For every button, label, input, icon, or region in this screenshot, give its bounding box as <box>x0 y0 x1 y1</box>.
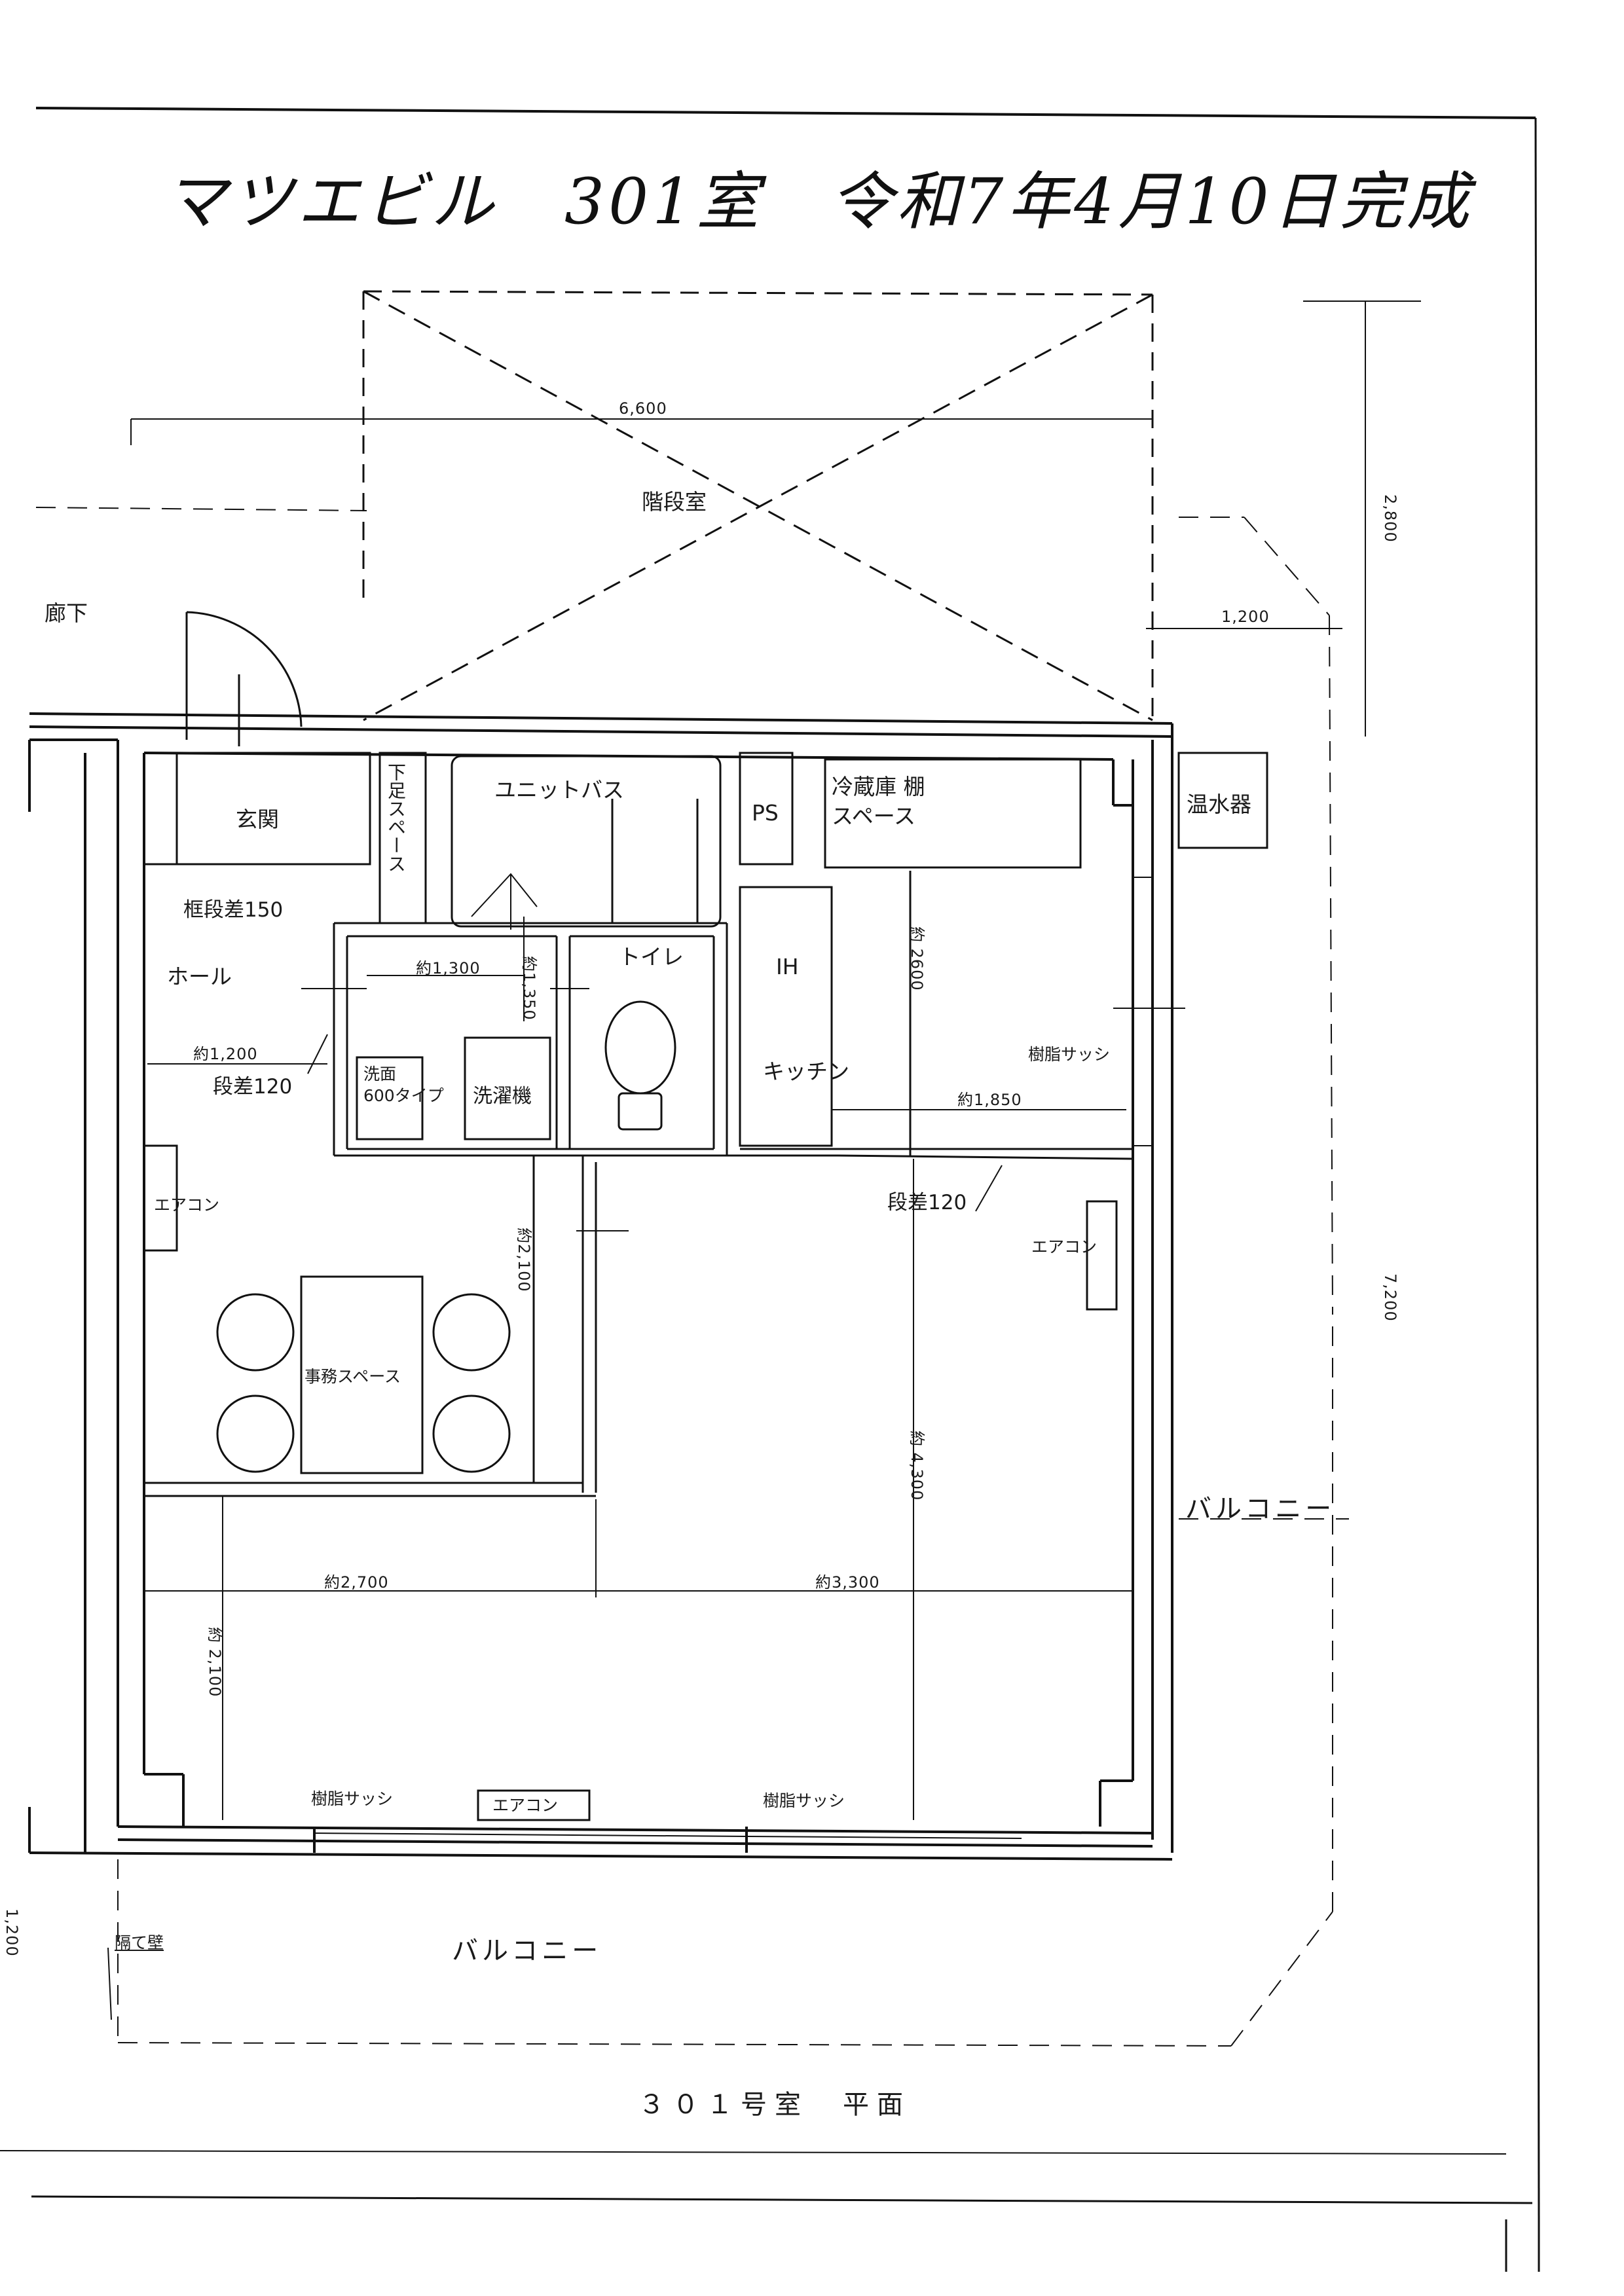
ps-label: PS <box>752 800 779 826</box>
sash-east-note: 樹脂サッシ <box>1028 1045 1111 1064</box>
window-sashes <box>314 877 1185 1839</box>
balcony-south-label: バルコニー <box>452 1936 602 1966</box>
sash-south-right-note: 樹脂サッシ <box>763 1791 845 1810</box>
stair-dimension-lines <box>130 301 1421 737</box>
south-balcony-outline <box>117 1309 1349 2047</box>
washing-machine-label: 洗濯機 <box>473 1085 532 1108</box>
frame-step-note: 框段差150 <box>183 898 284 922</box>
dim-stair-width: 6,600 <box>619 399 667 418</box>
balcony-east-label: バルコニー <box>1185 1494 1336 1524</box>
dim-wash-width: 約1,300 <box>416 959 481 977</box>
fridge-shelf-label: 冷蔵庫 棚 スペース <box>832 774 925 829</box>
office-space-label: 事務スペース <box>304 1367 401 1386</box>
main-step-note: 段差120 <box>887 1191 967 1214</box>
water-heater-box <box>1177 752 1268 849</box>
aircon-west-note: エアコン <box>154 1195 220 1214</box>
office-furniture <box>216 1275 511 1474</box>
page-title: マツエビル 301室 令和7年4月10日完成 <box>164 165 1473 238</box>
entrance-label: 玄関 <box>236 807 279 832</box>
shoe-space-label: 下足スペース <box>385 763 407 873</box>
stairwell-label: 階段室 <box>642 489 707 515</box>
dim-main-depth: 約 4,300 <box>908 1430 926 1501</box>
sheet-frame <box>0 107 1540 2272</box>
toilet-label: トイレ <box>619 944 684 970</box>
dim-kitchen-depth: 約 2600 <box>908 926 926 991</box>
dim-west-width: 約2,700 <box>324 1573 389 1592</box>
office-partition <box>144 1156 629 1497</box>
dim-south-depth: 約 2,100 <box>206 1627 224 1698</box>
dim-total-depth: 7,200 <box>1381 1273 1399 1322</box>
aircon-south-note: エアコン <box>492 1796 559 1815</box>
dim-kitchen-width: 約1,850 <box>957 1091 1022 1109</box>
aircon-east <box>1086 1200 1118 1311</box>
dim-hall-width: 約1,200 <box>193 1045 258 1063</box>
stairwell-area <box>362 290 1154 721</box>
partition-wall-label: 隔て壁 <box>115 1933 164 1952</box>
dim-south-balcony-depth: 1,200 <box>3 1908 21 1957</box>
water-heater-label: 温水器 <box>1187 792 1251 817</box>
dim-water-heater-width: 1,200 <box>1221 608 1270 626</box>
aircon-west <box>143 1144 178 1252</box>
dim-stair-depth: 2,800 <box>1381 494 1399 543</box>
dim-office-depth: 約2,100 <box>515 1228 533 1292</box>
ih-label: IH <box>776 954 799 979</box>
kitchen-label: キッチン <box>763 1059 849 1084</box>
interior-dimension-lines <box>144 1159 1133 1820</box>
entrance-door-swing <box>185 611 303 746</box>
entrance-box <box>175 752 371 866</box>
ps-box <box>739 752 794 866</box>
dim-wash-depth: 約1,350 <box>520 956 538 1021</box>
fridge-shelf-box <box>824 758 1082 869</box>
corridor-guide <box>35 507 1333 1310</box>
washbasin-label: 洗面 600タイプ <box>363 1065 444 1105</box>
hall-step-note: 段差120 <box>213 1075 293 1099</box>
exterior-walls <box>28 712 1173 1861</box>
unit-bath-box <box>451 755 722 928</box>
hall-label: ホール <box>167 964 232 989</box>
dim-east-width: 約3,300 <box>815 1573 880 1592</box>
kitchen-area <box>739 871 1133 1156</box>
unit-bath-label: ユニットバス <box>494 777 624 803</box>
aircon-south <box>477 1789 591 1821</box>
corridor-label: 廊下 <box>45 600 88 626</box>
aircon-east-note: エアコン <box>1031 1237 1098 1256</box>
plan-caption: ３０１号室 平面 <box>638 2090 911 2120</box>
sash-south-left-note: 樹脂サッシ <box>311 1789 394 1808</box>
wash-toilet-block <box>301 917 838 1157</box>
